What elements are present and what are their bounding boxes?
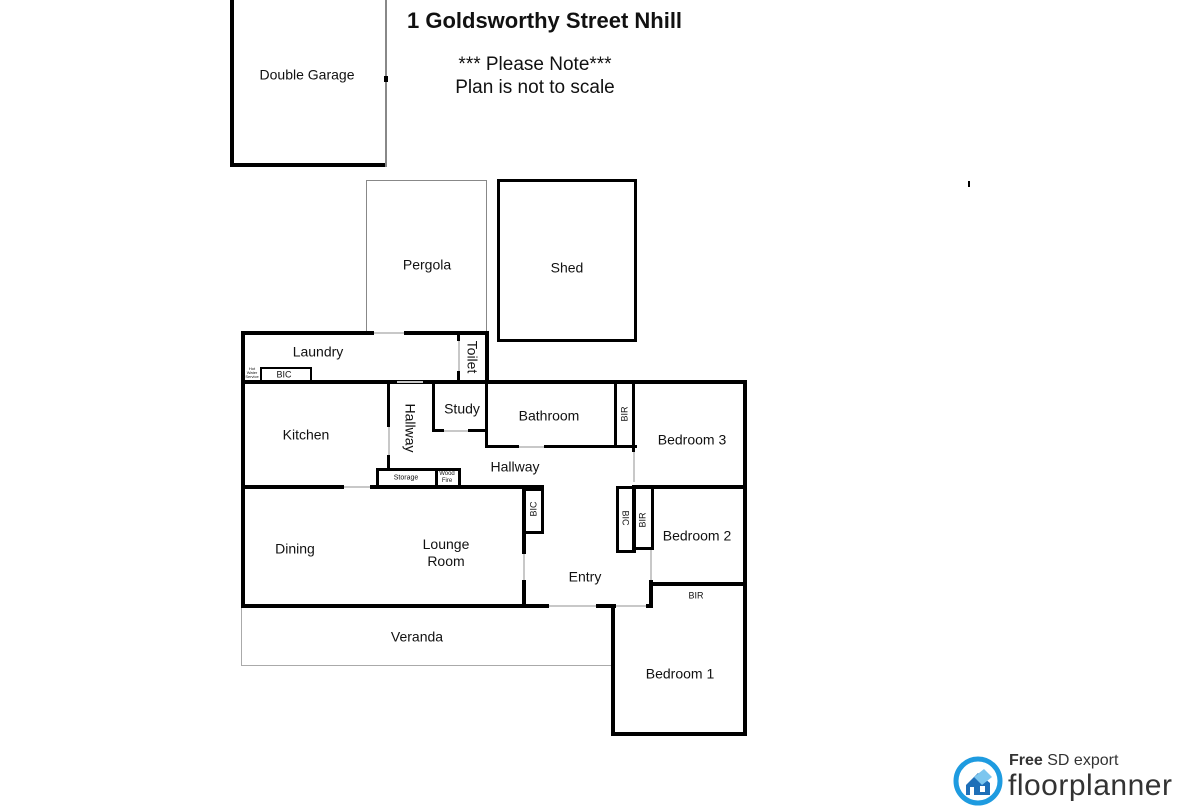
label-study: Study: [444, 400, 480, 417]
label-entry: Entry: [568, 568, 602, 585]
label-dining: Dining: [275, 540, 315, 557]
label-double-garage: Double Garage: [259, 66, 355, 83]
label-bedroom-1-bir: BIR: [688, 590, 704, 601]
stray-mark: [968, 181, 970, 187]
label-hallway-vertical: Hallway: [402, 403, 419, 453]
label-kitchen: Kitchen: [282, 426, 330, 443]
label-lounge-line-1: Lounge: [422, 536, 470, 552]
label-bathroom: Bathroom: [518, 407, 580, 424]
branding-line-1: Free SD export: [1009, 752, 1118, 770]
label-lounge-line-2: Room: [427, 553, 465, 569]
label-laundry-bic: BIC: [276, 369, 292, 380]
label-lounge-room: Lounge Room: [423, 536, 470, 570]
label-storage: Storage: [393, 474, 419, 482]
label-toilet: Toilet: [464, 340, 481, 374]
plan-title: 1 Goldsworthy Street Nhill: [407, 8, 683, 33]
label-wood-fire: Wood Fire: [439, 471, 455, 484]
label-bathroom-bir: BIR: [619, 406, 630, 422]
label-pergola: Pergola: [402, 256, 452, 273]
label-laundry: Laundry: [292, 343, 344, 360]
label-hallway: Hallway: [490, 458, 540, 475]
branding-line-2: floorplanner: [1008, 769, 1173, 802]
label-shed: Shed: [550, 259, 584, 276]
label-bedroom-3: Bedroom 3: [657, 431, 727, 448]
branding-sd-export: SD export: [1042, 752, 1119, 769]
label-bedroom-2: Bedroom 2: [662, 527, 732, 544]
floorplanner-house-icon: [953, 756, 1003, 806]
note-line-2: Plan is not to scale: [455, 77, 615, 98]
label-entry-bic: BIC: [620, 510, 631, 526]
label-hot-water-service: Hot Water Service: [245, 366, 259, 379]
branding-free: Free: [1009, 752, 1043, 769]
label-bedroom-2-bir: BIR: [637, 512, 648, 528]
label-lounge-bic: BIC: [528, 501, 539, 517]
label-bedroom-1: Bedroom 1: [645, 665, 715, 682]
scale-note: *** Please Note*** Plan is not to scale: [430, 53, 640, 99]
label-veranda: Veranda: [390, 628, 444, 645]
note-line-1: *** Please Note***: [458, 54, 612, 75]
